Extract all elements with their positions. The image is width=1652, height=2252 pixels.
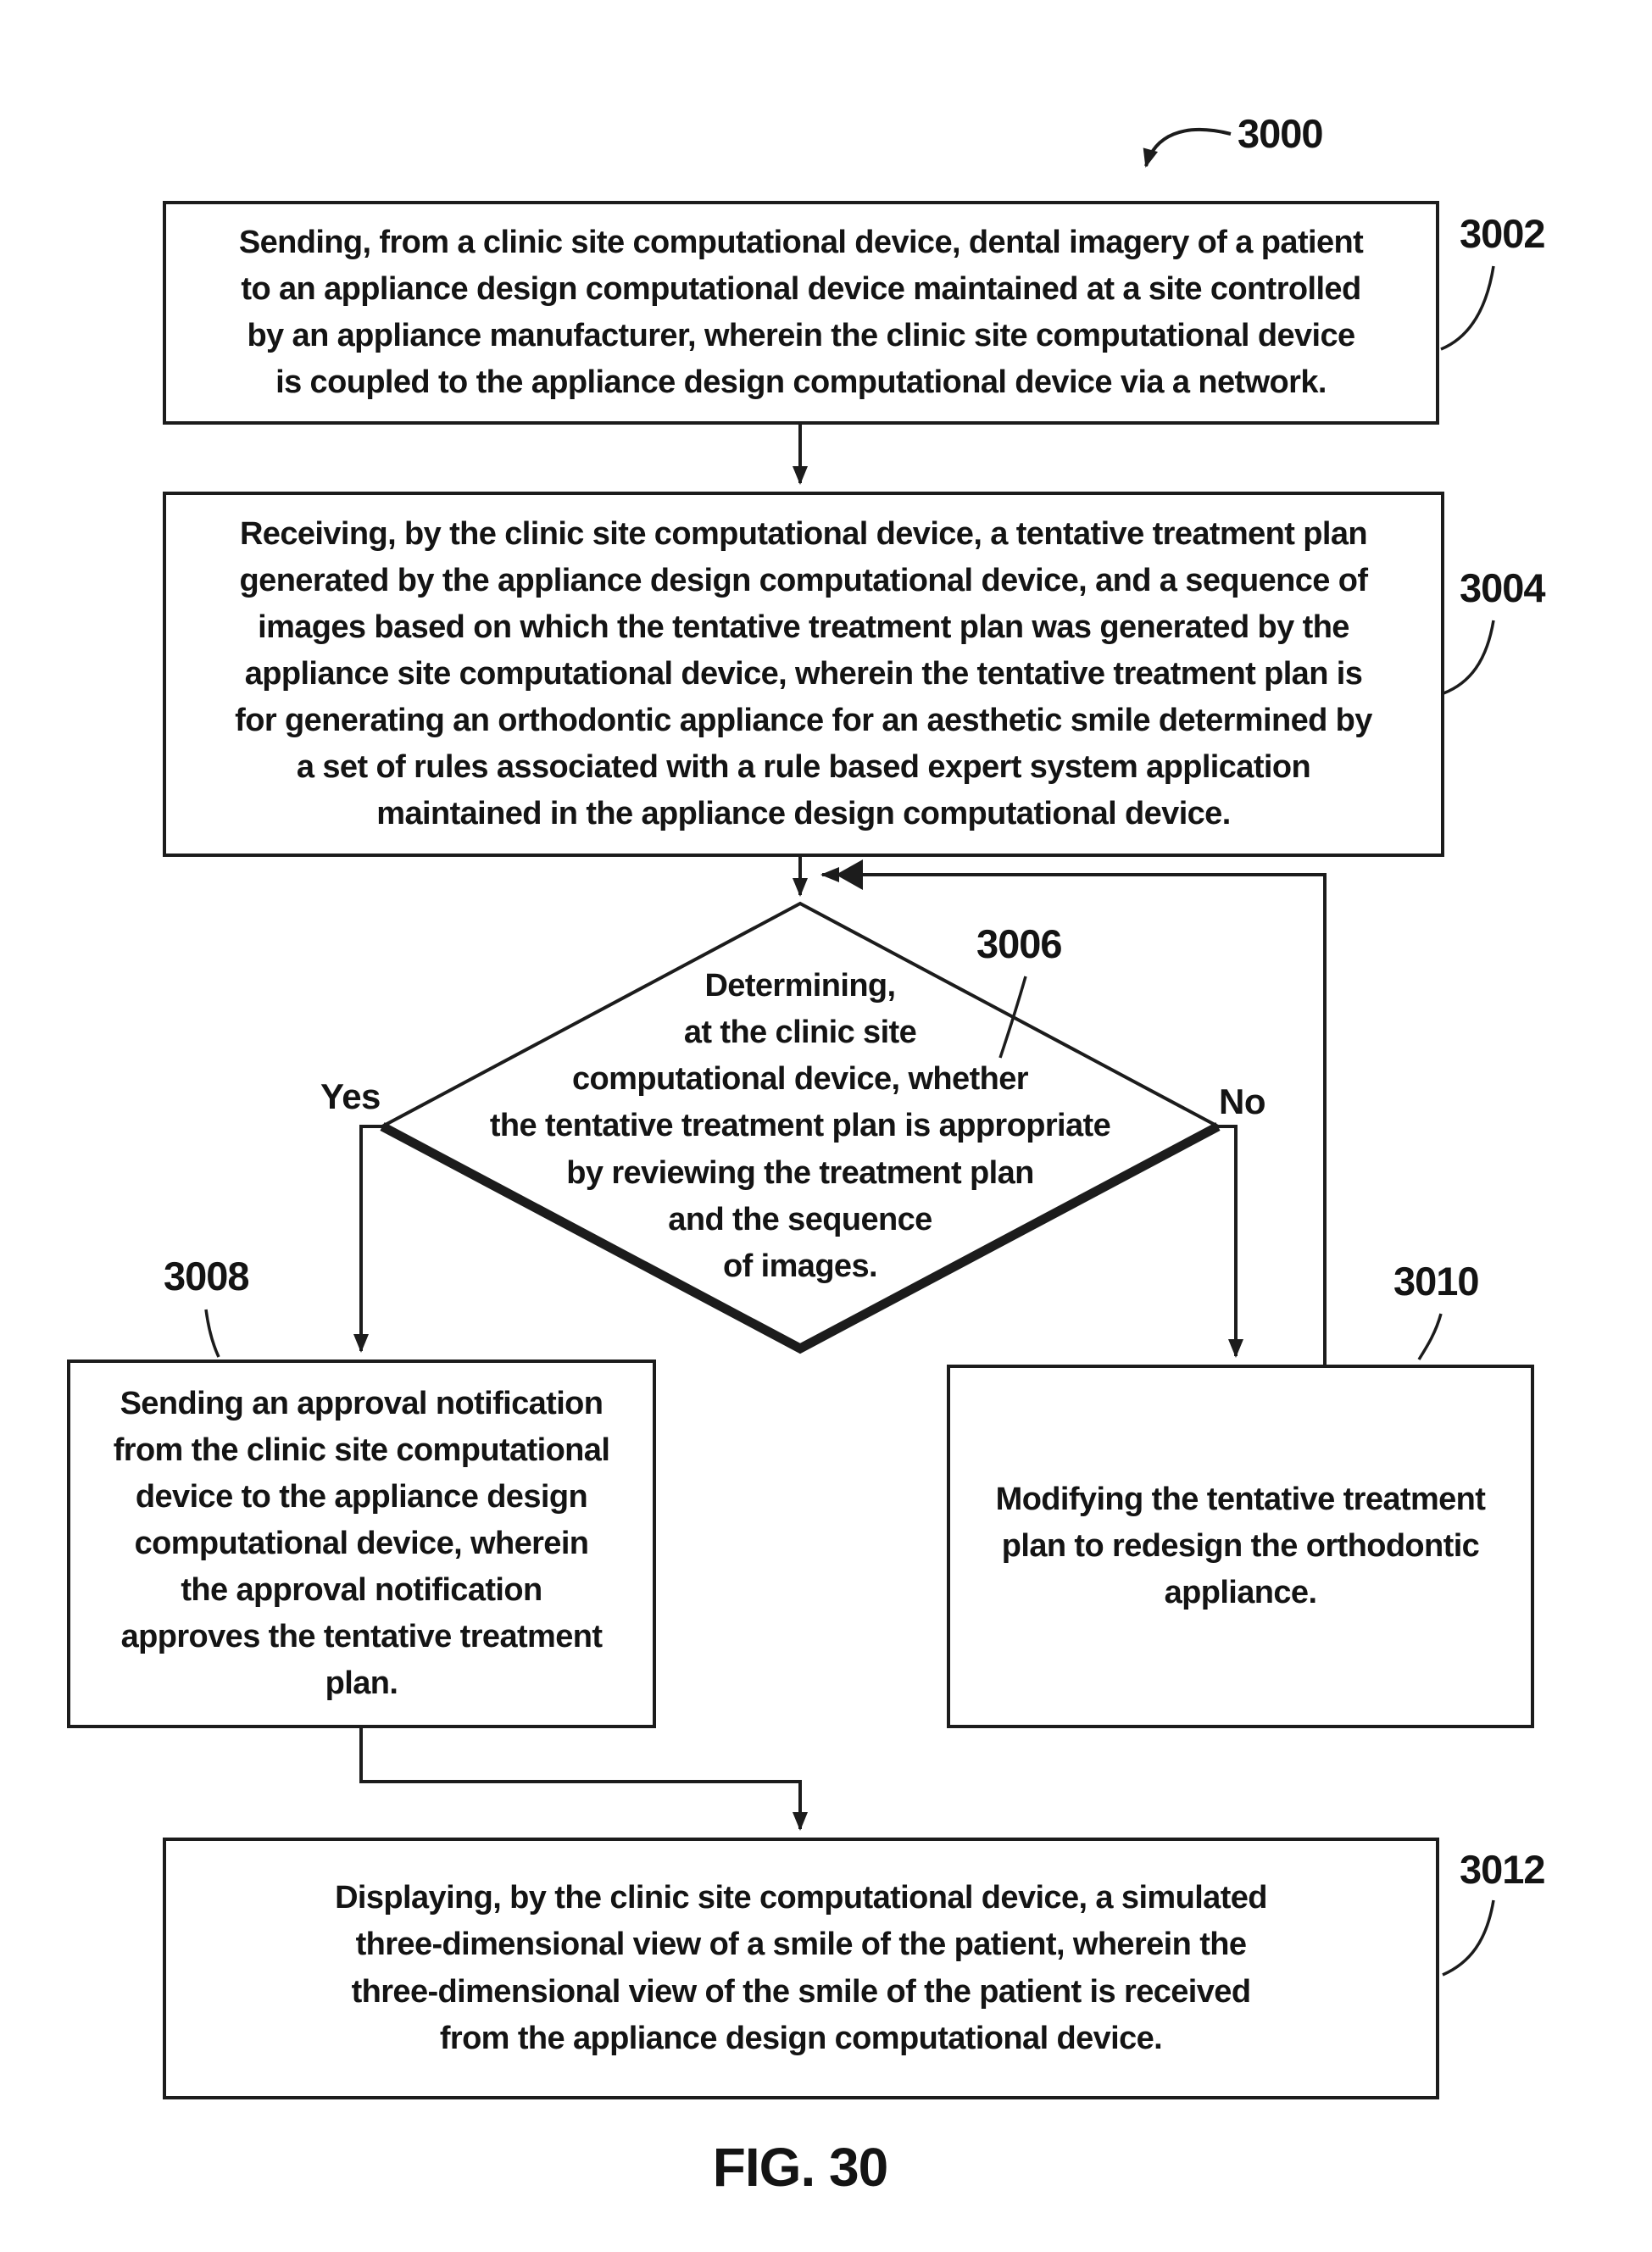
connector-no-3010 [1218, 1125, 1243, 1358]
ref-label-3004: 3004 [1460, 565, 1546, 610]
ref-label-3000: 3000 [1238, 111, 1324, 156]
flow-box-3004: Receiving, by the clinic site computatio… [163, 492, 1444, 857]
flow-box-3012: Displaying, by the clinic site computati… [163, 1838, 1439, 2099]
flow-box-3010-text: Modifying the tentative treatment plan t… [995, 1481, 1486, 1611]
feedback-arrowhead-secondary [836, 859, 863, 890]
flow-box-3012-text: Displaying, by the clinic site computati… [335, 1880, 1267, 2056]
flow-box-3008-text: Sending an approval notification from th… [113, 1385, 610, 1702]
decision-3006: Determining, at the clinic site computat… [453, 948, 1148, 1305]
flow-box-3002: Sending, from a clinic site computationa… [163, 201, 1439, 425]
ref-label-3002: 3002 [1460, 211, 1546, 256]
connector-3008-3012 [359, 1728, 808, 1831]
leader-3012 [1442, 1899, 1495, 1977]
no-branch-label: No [1219, 1082, 1266, 1121]
yes-branch-label: Yes [320, 1076, 381, 1116]
ref-label-3008: 3008 [164, 1254, 250, 1298]
diagram-ref-arrow [1143, 127, 1232, 168]
connector-yes-3008 [353, 1125, 382, 1353]
flow-box-3002-text: Sending, from a clinic site computationa… [238, 224, 1364, 401]
leader-3010 [1417, 1313, 1443, 1360]
figure-caption: FIG. 30 [712, 2137, 888, 2198]
decision-diamond-heavy-edges [380, 1122, 1221, 1354]
ref-label-3012: 3012 [1460, 1847, 1546, 1892]
ref-label-3010: 3010 [1393, 1259, 1480, 1304]
flow-box-3004-text: Receiving, by the clinic site computatio… [235, 515, 1372, 832]
flow-box-3008: Sending an approval notification from th… [67, 1360, 656, 1728]
decision-3006-text: Determining, at the clinic site computat… [489, 968, 1111, 1284]
flow-box-3010: Modifying the tentative treatment plan t… [947, 1365, 1534, 1728]
connector-3010-feedback [820, 867, 1327, 1365]
leader-3008 [204, 1309, 220, 1358]
leader-3004 [1443, 620, 1495, 695]
leader-3002 [1440, 265, 1495, 351]
leader-3006 [998, 976, 1027, 1059]
ref-label-3006: 3006 [976, 921, 1063, 966]
